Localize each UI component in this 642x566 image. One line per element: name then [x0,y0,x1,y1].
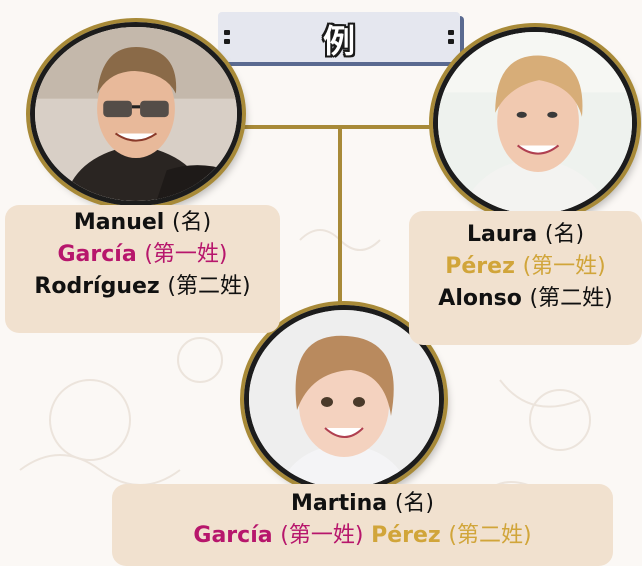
mother-second-surname-tag: (第二姓) [529,286,613,311]
father-first-surname-tag: (第一姓) [144,242,228,267]
title-tab: 例 [218,12,460,62]
mother-name-card: Laura (名) Pérez (第一姓) Alonso (第二姓) [409,211,642,345]
child-given-tag: (名) [394,491,434,516]
child-photo [244,305,444,493]
child-name-card: Martina (名) García (第一姓) Pérez (第二姓) [112,484,613,566]
child-first-surname: García [193,523,273,548]
mother-second-surname-line: Alonso (第二姓) [409,283,642,315]
mother-given-name: Laura [466,222,538,247]
tab-dots-right [448,30,454,44]
mother-first-surname-tag: (第一姓) [522,254,606,279]
father-first-surname: García [57,242,137,267]
mother-second-surname: Alonso [438,286,522,311]
page-title: 例 [322,22,355,60]
father-second-surname-tag: (第二姓) [167,274,251,299]
father-photo [30,22,242,206]
mother-photo [433,27,637,219]
mother-first-surname: Pérez [445,254,515,279]
tab-dots-left [224,30,230,44]
child-given-name: Martina [291,491,388,516]
child-surnames-line: García (第一姓) Pérez (第二姓) [112,520,613,552]
father-second-surname: Rodríguez [34,274,160,299]
mother-given-tag: (名) [544,222,585,247]
mother-first-surname-line: Pérez (第一姓) [409,251,642,283]
child-given-line: Martina (名) [112,488,613,520]
father-given-name: Manuel [73,210,165,235]
child-first-surname-tag: (第一姓) [280,523,364,548]
mother-given-line: Laura (名) [409,219,642,251]
child-second-surname: Pérez [371,523,441,548]
father-given-line: Manuel (名) [5,207,280,239]
child-second-surname-tag: (第二姓) [448,523,532,548]
father-given-tag: (名) [172,210,212,235]
father-first-surname-line: García (第一姓) [5,239,280,271]
father-name-card: Manuel (名) García (第一姓) Rodríguez (第二姓) [5,205,280,333]
father-second-surname-line: Rodríguez (第二姓) [5,271,280,303]
